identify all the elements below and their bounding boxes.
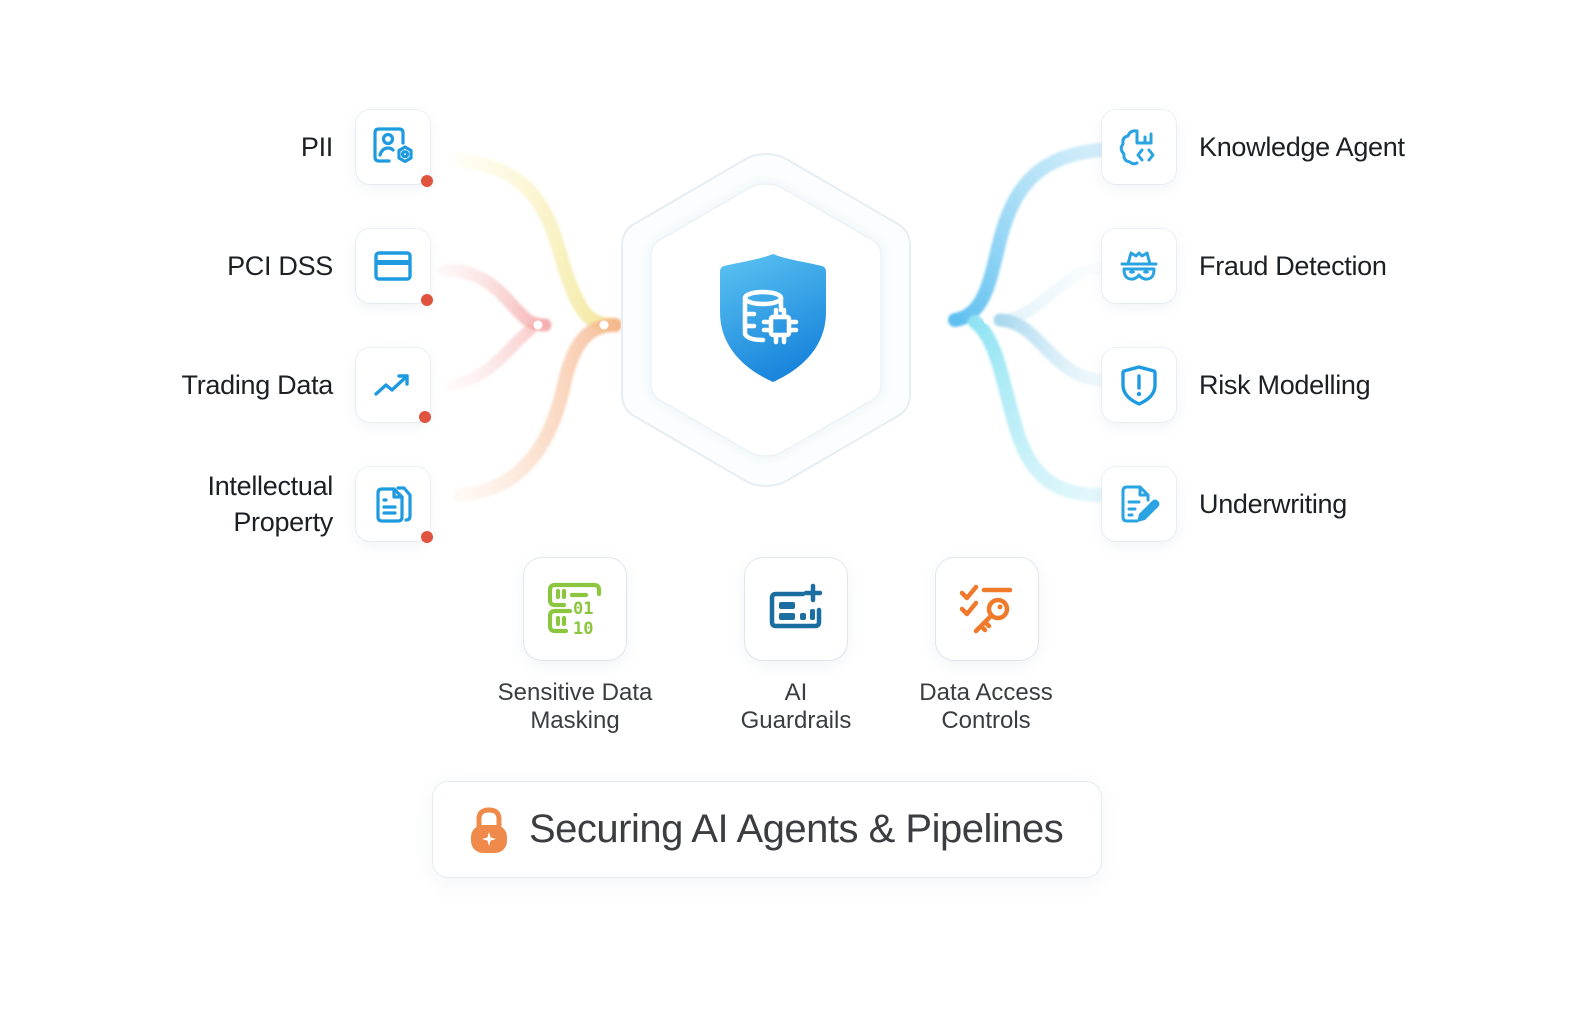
label-line: Property (233, 507, 333, 537)
source-tile-pci-dss[interactable] (356, 229, 430, 303)
svg-text:01: 01 (573, 599, 593, 619)
control-tile-ai-guardrails[interactable] (745, 558, 847, 660)
binary-mask-icon: 01 10 (547, 582, 602, 639)
label-line: Sensitive Data (497, 679, 653, 706)
label-line: Controls (941, 707, 1031, 734)
lock-icon (471, 806, 507, 853)
usecase-tile-knowledge-agent[interactable] (1102, 110, 1176, 184)
flow-line-knowledge (948, 143, 1107, 327)
control-tile-sensitive-data-masking[interactable]: 01 10 (524, 558, 626, 660)
checklist-key-icon (959, 584, 1013, 634)
alert-dot (421, 294, 433, 306)
junction-node (599, 320, 609, 330)
credit-card-icon (374, 251, 412, 281)
page-title: Securing AI Agents & Pipelines (529, 807, 1064, 851)
usecase-tile-risk-modelling[interactable] (1102, 348, 1176, 422)
user-gear-card-icon (373, 127, 413, 164)
brain-code-icon (1119, 129, 1155, 166)
usecase-label-underwriting: Underwriting (1199, 489, 1347, 519)
usecase-label-fraud-detection: Fraud Detection (1199, 251, 1387, 281)
flow-line-pci (438, 263, 552, 332)
title-banner: Securing AI Agents & Pipelines (432, 781, 1102, 878)
source-tile-intellectual-property[interactable] (356, 467, 430, 541)
source-tile-pii[interactable] (356, 110, 430, 184)
label-line: Masking (530, 707, 620, 734)
junction-node (936, 315, 946, 325)
usecase-tile-fraud-detection[interactable] (1102, 229, 1176, 303)
junction-node (983, 315, 993, 325)
usecase-label-knowledge-agent: Knowledge Agent (1199, 132, 1405, 162)
flow-line-ip (453, 318, 622, 502)
usecase-tile-underwriting[interactable] (1102, 467, 1176, 541)
label-line: AI (784, 679, 808, 706)
source-label-pii: PII (300, 132, 333, 162)
source-label-pci-dss: PCI DSS (227, 251, 333, 281)
control-label-ai-guardrails: AI Guardrails (686, 679, 906, 735)
shield-alert-icon (1121, 365, 1157, 406)
documents-icon (376, 486, 412, 523)
central-hub (616, 150, 916, 490)
guardrails-panel-icon (769, 583, 823, 629)
label-line: Guardrails (740, 707, 852, 734)
usecase-label-risk-modelling: Risk Modelling (1199, 370, 1371, 400)
source-label-intellectual-property: Intellectual Property (133, 468, 334, 540)
alert-dot (421, 175, 433, 187)
label-line: Intellectual (207, 471, 334, 501)
control-label-data-access-controls: Data Access Controls (876, 679, 1096, 735)
trending-up-icon (374, 374, 409, 396)
label-line: Data Access (919, 679, 1053, 706)
control-label-sensitive-data-masking: Sensitive Data Masking (465, 679, 685, 735)
flow-line-underwriting (968, 315, 1107, 502)
flow-line-fraud (994, 262, 1106, 326)
alert-dot (419, 411, 431, 423)
flow-line-trading (444, 324, 536, 391)
source-label-trading-data: Trading Data (181, 370, 334, 400)
flow-line-pii (453, 153, 622, 332)
shield-database-chip-icon (720, 254, 826, 382)
svg-text:10: 10 (573, 619, 593, 639)
alert-dot (421, 531, 433, 543)
document-pen-icon (1121, 485, 1160, 523)
flow-line-risk (993, 313, 1107, 387)
control-tile-data-access-controls[interactable] (936, 558, 1038, 660)
incognito-mask-icon (1120, 251, 1158, 281)
source-tile-trading-data[interactable] (356, 348, 430, 422)
junction-node (533, 320, 543, 330)
